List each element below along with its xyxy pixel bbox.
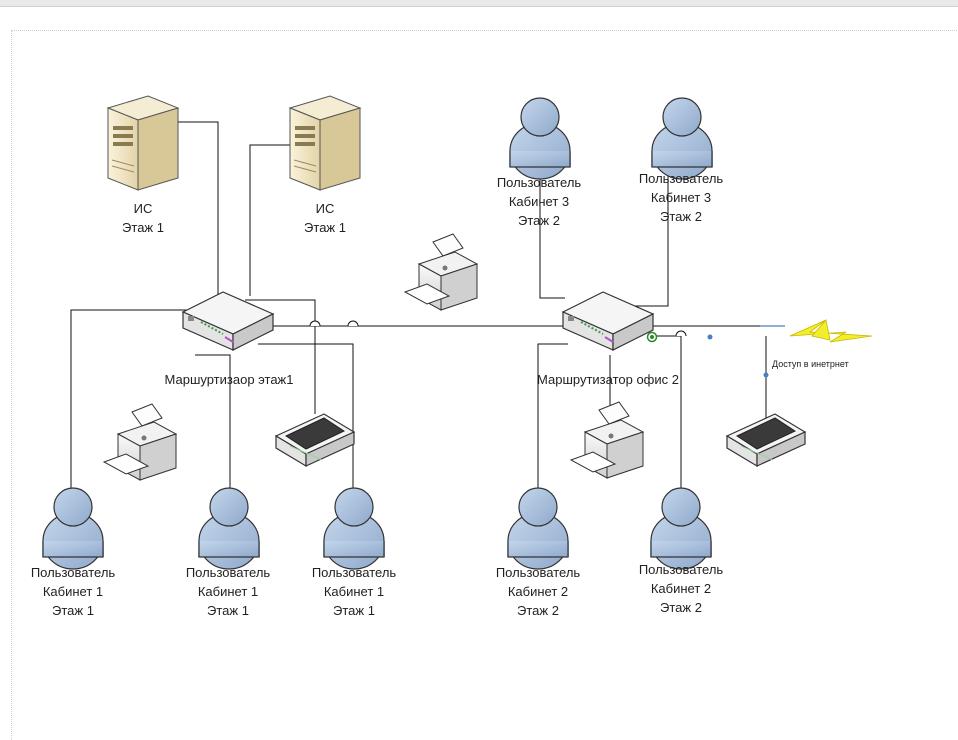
link-scanner-1 xyxy=(245,299,316,414)
user-role: Пользователь xyxy=(30,565,116,580)
user-floor: Этаж 2 xyxy=(660,600,702,615)
user-room: Кабинет 2 xyxy=(507,584,569,599)
user-room: Кабинет 1 xyxy=(323,584,385,599)
user-label: Пользователь Кабинет 2 Этаж 2 xyxy=(639,560,723,617)
user-role: Пользователь xyxy=(311,565,397,580)
printer-icon xyxy=(570,401,644,479)
user-icon xyxy=(650,97,714,180)
user-floor: Этаж 2 xyxy=(518,213,560,228)
user-role: Пользователь xyxy=(496,175,582,190)
user-icon xyxy=(506,487,570,570)
server-name: ИС xyxy=(133,201,153,216)
user-label: Пользователь Кабинет 1 Этаж 1 xyxy=(312,563,396,620)
server-floor: Этаж 1 xyxy=(304,220,346,235)
user-role: Пользователь xyxy=(495,565,581,580)
internet-access-label: Доступ в инетрнет xyxy=(772,358,849,370)
user-label: Пользователь Кабинет 2 Этаж 2 xyxy=(496,563,580,620)
link-user-cab3-2 xyxy=(630,128,669,307)
user-role: Пользователь xyxy=(638,171,724,186)
router-label: Маршуртизаор этаж1 xyxy=(165,370,294,389)
user-room: Кабинет 1 xyxy=(197,584,259,599)
user-label: Пользователь Кабинет 3 Этаж 2 xyxy=(639,169,723,226)
user-icon xyxy=(649,487,713,570)
printer-icon xyxy=(103,403,177,481)
router-icon xyxy=(182,291,274,351)
user-floor: Этаж 2 xyxy=(660,209,702,224)
link-server-2 xyxy=(249,144,295,296)
user-role: Пользователь xyxy=(638,562,724,577)
server-label: ИС Этаж 1 xyxy=(304,199,346,237)
server-icon xyxy=(107,95,179,191)
user-role: Пользователь xyxy=(185,565,271,580)
server-floor: Этаж 1 xyxy=(122,220,164,235)
router-name: Маршуртизаор этаж1 xyxy=(164,372,294,387)
user-icon xyxy=(322,487,386,570)
user-label: Пользователь Кабинет 3 Этаж 2 xyxy=(497,173,581,230)
internet-label-text: Доступ в инетрнет xyxy=(772,359,849,369)
link-user-2 xyxy=(195,354,231,505)
user-label: Пользователь Кабинет 1 Этаж 1 xyxy=(186,563,270,620)
link-user-1 xyxy=(70,309,195,505)
scanner-icon xyxy=(275,413,355,467)
link-server-1 xyxy=(178,121,219,300)
user-floor: Этаж 1 xyxy=(333,603,375,618)
user-icon xyxy=(197,487,261,570)
server-name: ИС xyxy=(315,201,335,216)
user-icon xyxy=(508,97,572,180)
printer-icon xyxy=(404,233,478,311)
window-top-bar xyxy=(0,0,958,7)
router-label: Маршрутизатор офис 2 xyxy=(537,370,679,389)
user-room: Кабинет 2 xyxy=(650,581,712,596)
router-icon xyxy=(562,291,654,351)
link-user-3 xyxy=(258,343,354,505)
user-floor: Этаж 1 xyxy=(52,603,94,618)
scanner-icon xyxy=(726,413,806,467)
user-floor: Этаж 1 xyxy=(207,603,249,618)
drawing-page xyxy=(11,30,958,740)
link-user-cab3-1 xyxy=(539,128,565,299)
server-label: ИС Этаж 1 xyxy=(122,199,164,237)
user-room: Кабинет 3 xyxy=(650,190,712,205)
user-room: Кабинет 3 xyxy=(508,194,570,209)
user-icon xyxy=(41,487,105,570)
user-floor: Этаж 2 xyxy=(517,603,559,618)
link-user-cab2-2 xyxy=(656,335,682,505)
user-label: Пользователь Кабинет 1 Этаж 1 xyxy=(31,563,115,620)
link-user-cab2-1 xyxy=(537,343,568,505)
user-room: Кабинет 1 xyxy=(42,584,104,599)
router-name: Маршрутизатор офис 2 xyxy=(537,372,679,387)
lightning-bolt-icon xyxy=(789,319,873,343)
server-icon xyxy=(289,95,361,191)
